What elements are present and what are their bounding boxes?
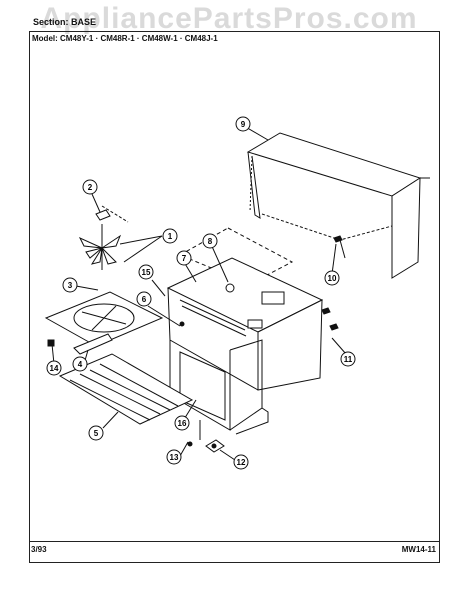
footer-date: 3/93 (31, 545, 47, 554)
callout-1: 1 (162, 228, 178, 244)
svg-text:13: 13 (170, 453, 179, 462)
svg-text:7: 7 (182, 254, 187, 263)
svg-text:4: 4 (78, 360, 83, 369)
svg-text:2: 2 (88, 183, 93, 192)
diagram-frame (29, 31, 440, 563)
callout-12: 12 (233, 454, 249, 470)
svg-text:5: 5 (94, 429, 99, 438)
footer-code: MW14-11 (401, 545, 436, 554)
svg-text:1: 1 (168, 232, 173, 241)
outer-cabinet (246, 132, 430, 279)
svg-text:14: 14 (50, 364, 59, 373)
svg-text:6: 6 (142, 295, 147, 304)
cavity-top (166, 257, 324, 391)
callout-15: 15 (138, 264, 154, 280)
callout-14: 14 (46, 360, 62, 376)
callout-5: 5 (88, 425, 104, 441)
callout-13: 13 (166, 449, 182, 465)
callout-4: 4 (72, 356, 88, 372)
callout-10: 10 (324, 270, 340, 286)
svg-text:12: 12 (237, 458, 246, 467)
watermark: AppliancePartsPros.com (40, 2, 418, 35)
stirrer-fan (78, 205, 129, 270)
base-plate (44, 291, 164, 347)
svg-text:10: 10 (328, 274, 337, 283)
section-label: Section: BASE (33, 17, 97, 27)
svg-text:16: 16 (178, 419, 187, 428)
svg-text:11: 11 (344, 355, 353, 364)
callout-2: 2 (82, 179, 98, 195)
callout-11: 11 (340, 351, 356, 367)
svg-text:3: 3 (68, 281, 73, 290)
clip (73, 333, 113, 355)
oven-cavity (169, 339, 269, 440)
callout-6: 6 (136, 291, 152, 307)
callout-16: 16 (174, 415, 190, 431)
callouts: 1 2 3 4 5 6 7 8 9 10 11 12 13 14 15 16 (46, 116, 356, 470)
callout-8: 8 (202, 233, 218, 249)
callout-9: 9 (235, 116, 251, 132)
callout-7: 7 (176, 250, 192, 266)
model-label: Model: CM48Y-1 · CM48R-1 · CM48W-1 · CM4… (32, 34, 218, 43)
svg-text:15: 15 (142, 268, 151, 277)
callout-3: 3 (62, 277, 78, 293)
oven-rack (58, 353, 194, 425)
footer-divider (29, 541, 440, 542)
svg-text:9: 9 (241, 120, 246, 129)
svg-text:8: 8 (208, 237, 213, 246)
stirrer-nut (95, 209, 111, 221)
